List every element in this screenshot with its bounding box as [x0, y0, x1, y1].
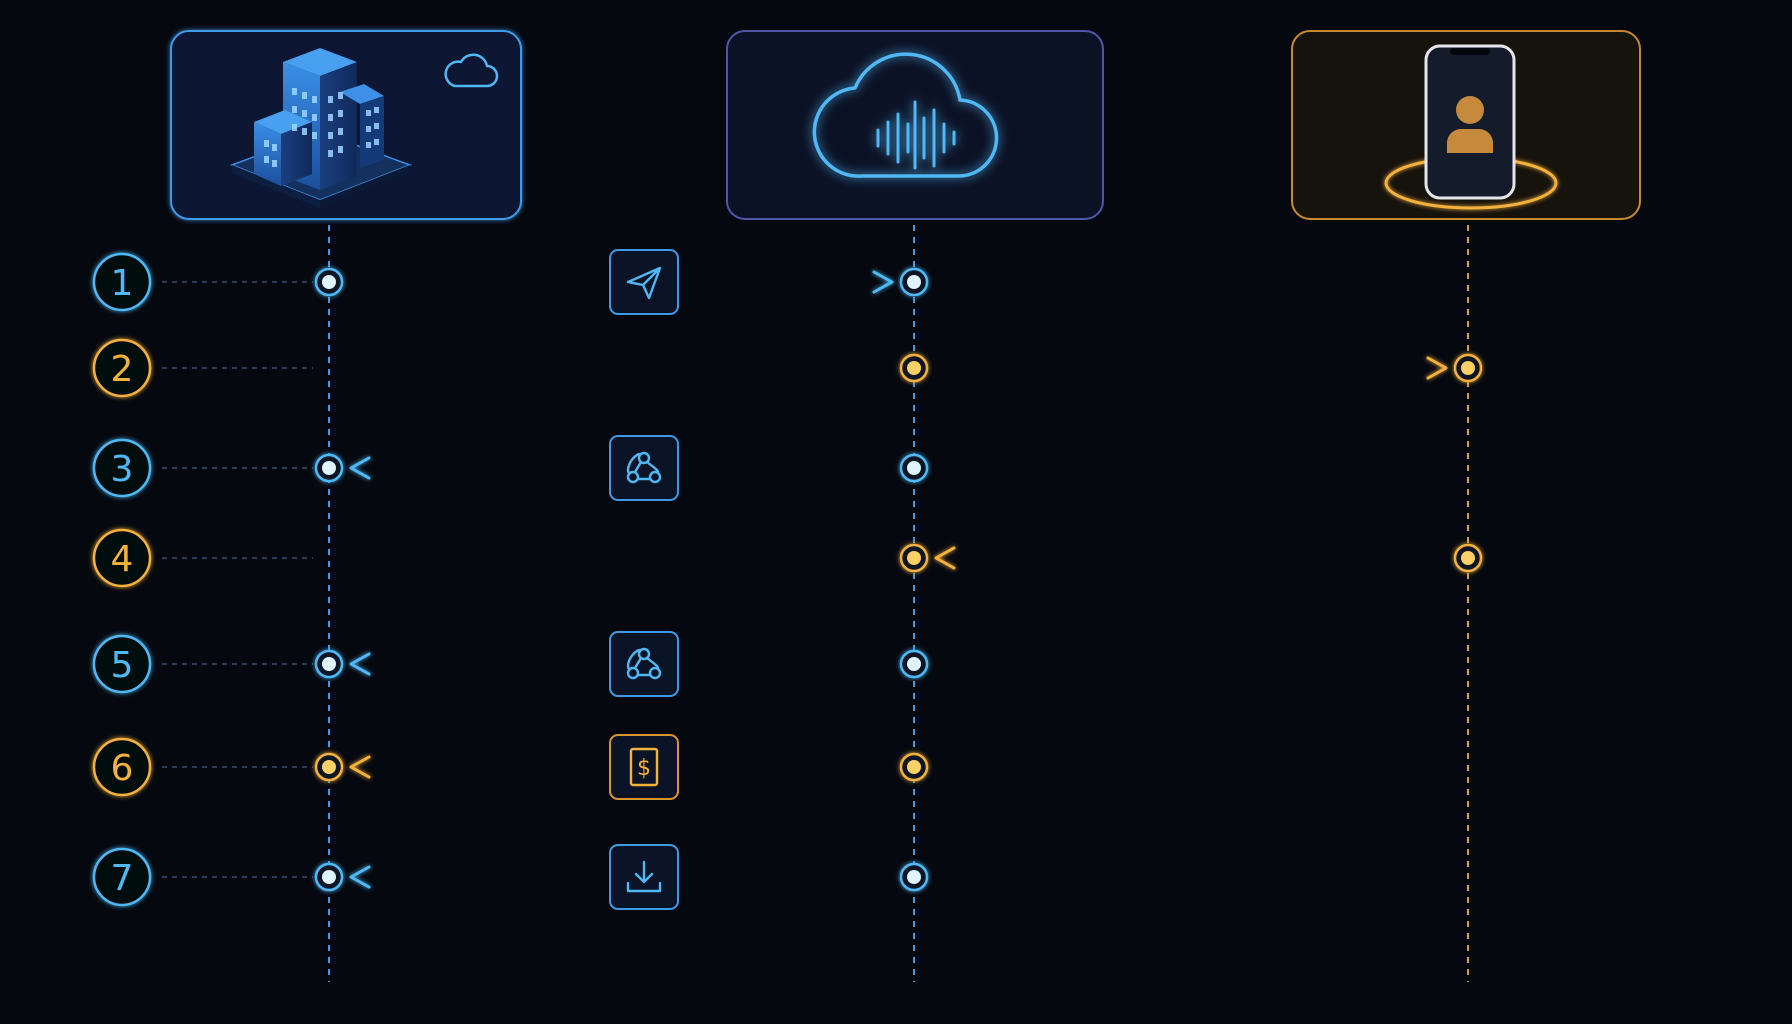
- step-number: 6: [111, 748, 134, 789]
- step-5: 5: [92, 631, 929, 697]
- step-dot-core: [907, 361, 921, 375]
- step-dot-core: [907, 461, 921, 475]
- step-number-circle: [92, 438, 152, 498]
- step-1: 1: [92, 249, 929, 315]
- download-icon: [626, 860, 662, 893]
- step-dot-core: [322, 870, 336, 884]
- step-arrow-head: [349, 456, 371, 480]
- step-dot-core: [907, 551, 921, 565]
- step-dot-core: [1461, 361, 1475, 375]
- actor-panel-customer-phone: [1291, 30, 1641, 220]
- webhook-icon: [626, 647, 662, 680]
- step-number: 2: [111, 349, 134, 390]
- step-number-circle: [92, 847, 152, 907]
- step-3: 3: [92, 435, 929, 501]
- step-6: 6$: [92, 734, 929, 800]
- step-7: 7: [92, 844, 929, 910]
- step-arrow-head: [349, 865, 371, 889]
- step-dot-core: [907, 870, 921, 884]
- step-icon-box: [609, 435, 679, 501]
- step-number-circle: [92, 634, 152, 694]
- step-arrow-head: [349, 755, 371, 779]
- step-number-circle: [92, 338, 152, 398]
- svg-text:$: $: [637, 756, 651, 781]
- step-number: 1: [111, 263, 134, 304]
- step-number: 3: [111, 449, 134, 490]
- step-number-circle: [92, 737, 152, 797]
- actor-panel-voice-cloud: [726, 30, 1104, 220]
- step-number-circle: [92, 528, 152, 588]
- step-icon-box: [609, 844, 679, 910]
- step-dot-core: [907, 760, 921, 774]
- step-icon-box: [609, 631, 679, 697]
- step-icon-box: $: [609, 734, 679, 800]
- smartphone-user-icon: [1384, 44, 1558, 210]
- webhook-icon: [626, 451, 662, 484]
- step-dot-core: [322, 461, 336, 475]
- lifelines: [328, 225, 1469, 982]
- step-number: 7: [111, 858, 134, 899]
- step-dot-core: [322, 275, 336, 289]
- step-number: 4: [111, 539, 134, 580]
- step-arrow-head: [349, 652, 371, 676]
- step-number-circle: [92, 252, 152, 312]
- step-dot-core: [322, 657, 336, 671]
- step-dot-core: [907, 275, 921, 289]
- step-dot-core: [1461, 551, 1475, 565]
- step-arrow-head: [872, 270, 894, 294]
- step-2: 2: [92, 338, 1483, 398]
- billing-icon: $: [629, 747, 659, 787]
- step-4: 4: [92, 528, 1483, 588]
- actor-panel-business: [170, 30, 522, 220]
- step-number: 5: [111, 645, 134, 686]
- step-arrow-head: [1426, 356, 1448, 380]
- step-dot-core: [907, 657, 921, 671]
- voice-cloud-icon: [812, 52, 999, 178]
- send-icon: [626, 266, 662, 300]
- step-dot-core: [322, 760, 336, 774]
- cloud-icon: [444, 53, 499, 88]
- step-icon-box: [609, 249, 679, 315]
- building-icon: [229, 48, 413, 208]
- step-arrow-head: [934, 546, 956, 570]
